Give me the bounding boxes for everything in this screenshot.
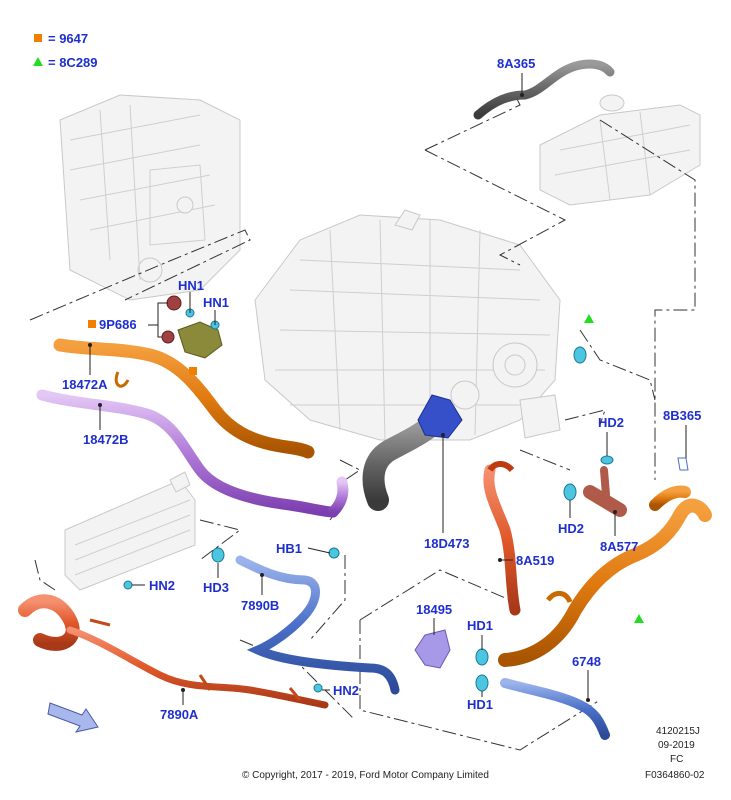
hose-8B365-branch (546, 591, 573, 604)
legend-triangle-icon (33, 57, 43, 66)
hose-18D473 (362, 414, 443, 511)
clamp-8b365-icon (677, 457, 689, 471)
callout-9P686: 9P686 (99, 317, 137, 332)
callout-HD2-lower: HD2 (558, 521, 584, 536)
hose-8A519 (483, 464, 521, 616)
callout-8B365: 8B365 (663, 408, 701, 423)
hose-8A365 (473, 59, 615, 120)
callout-labels: 8A365 HN1 HN1 9P686 18472A 18472B HD2 HD… (62, 56, 701, 722)
footer-code-4: F0364860-02 (645, 770, 705, 781)
clamp-hd2-lower-icon (563, 483, 577, 501)
hose-18472A (53, 338, 315, 459)
part-18495 (414, 629, 451, 669)
part-18D473-blue (417, 394, 463, 439)
callout-HD3: HD3 (203, 580, 229, 595)
clamp-hd1-lower-icon (475, 674, 489, 692)
hose-6748 (500, 678, 610, 740)
callout-18D473: 18D473 (424, 536, 470, 551)
legend-triangle-label: = 8C289 (48, 55, 98, 70)
callout-8A577: 8A577 (600, 539, 638, 554)
oil-cooler-ghost (64, 471, 196, 591)
callout-7890B: 7890B (241, 598, 279, 613)
clamp-hn2-lower-icon (313, 683, 323, 693)
hose-18472A-bracket (114, 371, 130, 388)
hose-8A519-top (487, 461, 515, 473)
callout-HB1: HB1 (276, 541, 302, 556)
legend-square-icon (34, 34, 42, 42)
callout-HN1-b: HN1 (203, 295, 229, 310)
leader-lines (88, 73, 687, 705)
clamp-icon (573, 346, 587, 364)
callout-7890A: 7890A (160, 707, 199, 722)
clamp-hb1-icon (328, 547, 340, 559)
callout-8A519: 8A519 (516, 553, 554, 568)
callout-HN1-a: HN1 (178, 278, 204, 293)
clamp-hn2-upper-icon (123, 580, 133, 590)
callout-6748: 6748 (572, 654, 601, 669)
hose-7890A-brackets (89, 618, 302, 701)
engine-ghost (254, 209, 561, 441)
part-8A577-branch (600, 466, 610, 499)
part-9P686 (161, 295, 223, 375)
callout-18495: 18495 (416, 602, 452, 617)
callout-HD1-lower: HD1 (467, 697, 493, 712)
coolant-reservoir-ghost (539, 94, 701, 206)
callout-HD1-upper: HD1 (467, 618, 493, 633)
callout-18472A: 18472A (62, 377, 108, 392)
clamp-hd2-upper-icon (600, 455, 614, 465)
footer-code-2: 09-2019 (658, 740, 695, 751)
footer-code-3: FC (670, 754, 683, 765)
callout-9P686-square-icon (88, 320, 96, 328)
hose-8B365-top (649, 485, 691, 511)
hose-18472B (36, 389, 339, 518)
part-8A577 (583, 485, 627, 517)
hose-8B365 (498, 498, 712, 667)
footer-code-1: 4120215J (656, 726, 700, 737)
callout-HD2-upper: HD2 (598, 415, 624, 430)
hose-18472B-end (327, 476, 349, 518)
legend-square-label: = 9647 (48, 31, 88, 46)
copyright-text: © Copyright, 2017 - 2019, Ford Motor Com… (242, 770, 489, 781)
hose-7890B (235, 555, 400, 695)
footer: © Copyright, 2017 - 2019, Ford Motor Com… (242, 726, 705, 781)
callout-18472B: 18472B (83, 432, 129, 447)
hvac-housing-ghost (59, 94, 241, 301)
marker-triangle-top-icon (584, 314, 594, 323)
callout-HN2-upper: HN2 (149, 578, 175, 593)
legend: = 9647 = 8C289 (33, 31, 98, 70)
callout-HN2-lower: HN2 (333, 683, 359, 698)
marker-triangle-icon (634, 614, 644, 623)
direction-arrow-icon (47, 702, 99, 733)
clamp-hd3-icon (211, 547, 225, 563)
marker-square-icon (189, 367, 197, 375)
hose-7890A-bend (18, 594, 80, 651)
callout-8A365: 8A365 (497, 56, 535, 71)
clamp-hd1-upper-icon (475, 648, 489, 666)
hose-7890A (66, 626, 329, 709)
